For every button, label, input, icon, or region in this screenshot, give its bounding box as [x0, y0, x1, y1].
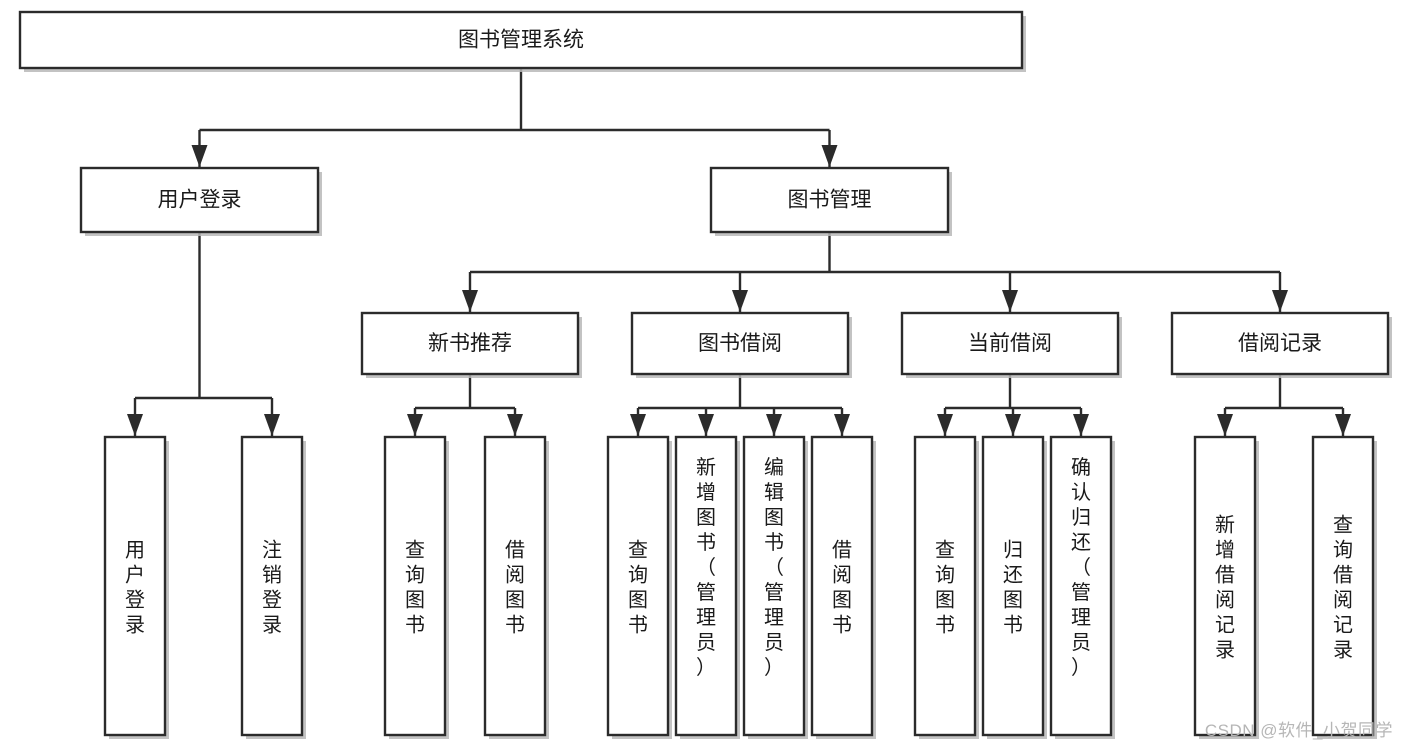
node-rect[interactable] — [1311, 435, 1375, 737]
arrow-head-icon — [407, 414, 423, 436]
node-rect[interactable] — [240, 435, 304, 737]
node-rect[interactable] — [383, 435, 447, 737]
node-label: 注销登录 — [262, 539, 282, 637]
node-label: 借阅图书 — [505, 539, 525, 637]
node-borrow-record[interactable]: 借阅记录 — [1170, 311, 1392, 378]
node-rect[interactable] — [913, 435, 977, 737]
node-rect[interactable] — [709, 166, 950, 234]
node-current-borrow[interactable]: 当前借阅 — [900, 311, 1122, 378]
node-rect[interactable] — [606, 435, 670, 737]
arrow-head-icon — [1005, 414, 1021, 436]
node-rect[interactable] — [483, 435, 547, 737]
node-book-borrow[interactable]: 图书借阅 — [630, 311, 852, 378]
node-rect[interactable] — [103, 435, 167, 737]
arrow-head-icon — [127, 414, 143, 436]
node-rect[interactable] — [18, 10, 1024, 70]
node-rect[interactable] — [1193, 435, 1257, 737]
node-label: 查询图书 — [935, 539, 955, 637]
node-rect[interactable] — [674, 435, 738, 737]
arrow-head-icon — [766, 414, 782, 436]
arrow-head-icon — [630, 414, 646, 436]
node-leaf-borrow-book-2[interactable]: 借阅图书 — [810, 435, 876, 739]
node-new-book-recommend[interactable]: 新书推荐 — [360, 311, 582, 378]
node-rect[interactable] — [79, 166, 320, 234]
node-leaf-return-book[interactable]: 归还图书 — [981, 435, 1047, 739]
node-label: 归还图书 — [1003, 539, 1023, 637]
arrow-head-icon — [507, 414, 523, 436]
node-label: 图书借阅 — [698, 332, 782, 355]
node-leaf-borrow-book-1[interactable]: 借阅图书 — [483, 435, 549, 739]
node-label: 新增借阅记录 — [1215, 514, 1235, 662]
arrow-head-icon — [264, 414, 280, 436]
node-leaf-query-book-3[interactable]: 查询图书 — [913, 435, 979, 739]
node-rect[interactable] — [1049, 435, 1113, 737]
node-rect[interactable] — [742, 435, 806, 737]
node-label: 借阅图书 — [832, 539, 852, 637]
node-undefined[interactable]: 图书管理系统 — [18, 10, 1026, 72]
node-label: 查询图书 — [405, 539, 425, 637]
node-layer: 图书管理系统用户登录图书管理新书推荐图书借阅当前借阅借阅记录用户登录注销登录查询… — [18, 10, 1392, 739]
node-rect[interactable] — [900, 311, 1120, 376]
node-leaf-logout[interactable]: 注销登录 — [240, 435, 306, 739]
arrow-head-icon — [1335, 414, 1351, 436]
node-leaf-user-login[interactable]: 用户登录 — [103, 435, 169, 739]
node-label: 查询借阅记录 — [1333, 514, 1353, 662]
node-label: 图书管理系统 — [458, 29, 584, 52]
arrow-head-icon — [1217, 414, 1233, 436]
node-leaf-query-book-1[interactable]: 查询图书 — [383, 435, 449, 739]
arrow-head-icon — [191, 145, 208, 167]
node-label: 确认归还（管理员） — [1071, 456, 1091, 679]
node-label: 当前借阅 — [968, 332, 1052, 355]
arrow-head-icon — [698, 414, 714, 436]
node-label: 用户登录 — [125, 540, 145, 637]
node-label: 图书管理 — [788, 189, 872, 212]
node-label: 新书推荐 — [428, 332, 512, 355]
node-rect[interactable] — [360, 311, 580, 376]
node-leaf-add-book[interactable]: 新增图书（管理员） — [674, 435, 740, 739]
arrow-head-icon — [1272, 290, 1288, 312]
arrow-head-icon — [462, 290, 478, 312]
node-label: 查询图书 — [628, 539, 648, 637]
csdn-watermark: CSDN @软件_小贺同学 — [1204, 721, 1393, 740]
arrow-head-icon — [732, 290, 748, 312]
arrow-head-icon — [821, 145, 838, 167]
node-leaf-confirm-return[interactable]: 确认归还（管理员） — [1049, 435, 1115, 739]
node-label: 编辑图书（管理员） — [764, 456, 784, 679]
arrow-head-icon — [1002, 290, 1018, 312]
node-label: 用户登录 — [158, 189, 242, 212]
node-leaf-query-record[interactable]: 查询借阅记录 — [1311, 435, 1377, 739]
arrow-head-icon — [834, 414, 850, 436]
node-leaf-edit-book[interactable]: 编辑图书（管理员） — [742, 435, 808, 739]
node-leaf-add-record[interactable]: 新增借阅记录 — [1193, 435, 1259, 739]
node-rect[interactable] — [810, 435, 874, 737]
node-rect[interactable] — [981, 435, 1045, 737]
node-rect[interactable] — [630, 311, 850, 376]
node-book-management[interactable]: 图书管理 — [709, 166, 952, 236]
arrow-head-icon — [937, 414, 953, 436]
node-label: 借阅记录 — [1238, 332, 1322, 355]
node-label: 新增图书（管理员） — [696, 456, 716, 679]
node-leaf-query-book-2[interactable]: 查询图书 — [606, 435, 672, 739]
arrow-head-icon — [1073, 414, 1089, 436]
node-rect[interactable] — [1170, 311, 1390, 376]
node-user-login[interactable]: 用户登录 — [79, 166, 322, 236]
connector-layer — [127, 68, 1351, 436]
